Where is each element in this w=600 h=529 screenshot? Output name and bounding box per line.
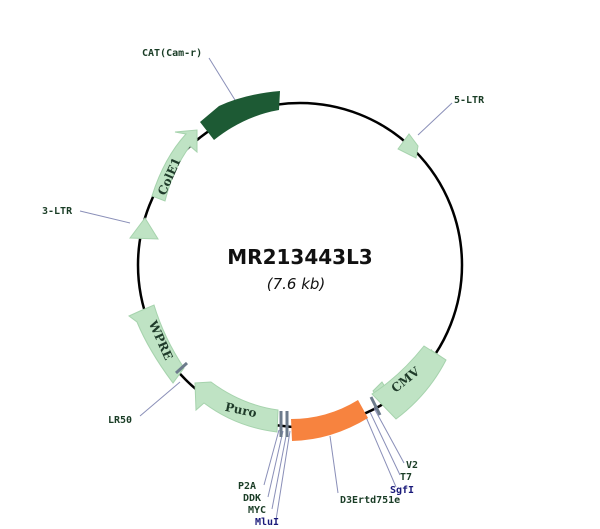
leader-lines xyxy=(79,57,453,521)
3ltr-segment xyxy=(129,217,159,240)
5ltr-segment xyxy=(397,133,419,159)
ddk-callout: DDK xyxy=(243,493,261,504)
v2-callout: V2 xyxy=(406,460,418,471)
d3ertd751e-callout: D3Ertd751e xyxy=(340,495,400,506)
cat-callout: CAT(Cam-r) xyxy=(142,48,202,59)
p2a-callout: P2A xyxy=(238,481,256,492)
5ltr-callout: 5-LTR xyxy=(454,95,485,106)
wpre-segment xyxy=(128,304,185,384)
t7-callout: T7 xyxy=(400,472,412,483)
cmv-arrow xyxy=(371,345,447,420)
insert-segment xyxy=(291,400,368,441)
plasmid-size: (7.6 kb) xyxy=(267,275,326,293)
lr50-callout: LR50 xyxy=(108,415,132,426)
puro-segment xyxy=(194,381,279,433)
sgfi-callout: SgfI xyxy=(390,485,414,496)
puro-label: Puro xyxy=(224,400,258,420)
site-ticks xyxy=(174,361,382,437)
cole1-segment xyxy=(151,129,198,202)
plasmid-name: MR213443L3 xyxy=(227,245,372,269)
cat-segment xyxy=(200,91,280,140)
3ltr-callout: 3-LTR xyxy=(42,206,73,217)
myc-callout: MYC xyxy=(248,505,266,516)
mlui-callout: MluI xyxy=(255,517,279,528)
